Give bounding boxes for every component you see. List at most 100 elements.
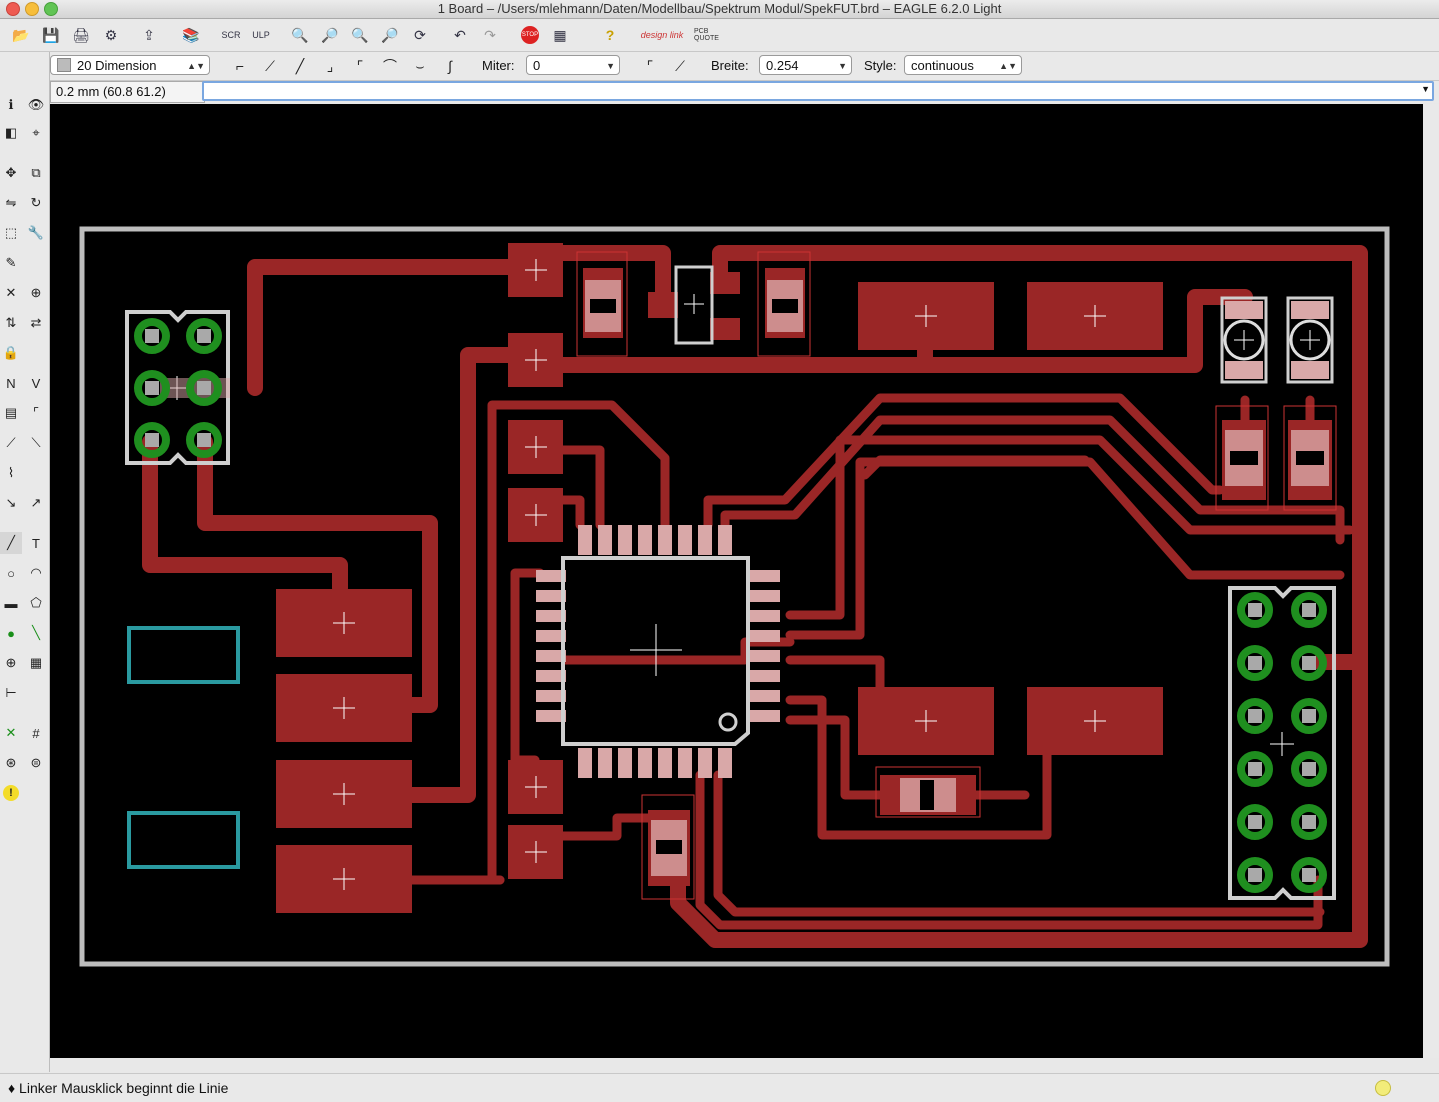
meander-icon[interactable]: ⌇: [7, 465, 15, 480]
trace[interactable]: [247, 259, 538, 396]
zoom-window-button[interactable]: [44, 2, 58, 16]
pcb-layout[interactable]: [50, 104, 1423, 1058]
autorouter-icon[interactable]: #: [32, 725, 40, 741]
bend-style-0-icon[interactable]: ⌐: [235, 58, 245, 74]
trace[interactable]: [713, 770, 1325, 917]
designlink-icon[interactable]: design link: [640, 30, 684, 40]
trace[interactable]: [785, 695, 1052, 840]
warning-icon[interactable]: !: [0, 782, 22, 804]
trace[interactable]: [522, 289, 1253, 373]
trace[interactable]: [392, 347, 543, 803]
smash-icon[interactable]: ▤: [4, 405, 18, 420]
undo-icon[interactable]: ↶: [454, 26, 466, 43]
pinswap-icon[interactable]: ⇅: [5, 315, 17, 330]
change-icon[interactable]: 🔧: [27, 225, 45, 240]
optimize-icon[interactable]: ⟍: [31, 435, 41, 450]
miter-round-icon[interactable]: ⌜: [646, 58, 654, 74]
add-icon[interactable]: ⊕: [30, 285, 42, 300]
wire-icon[interactable]: ╱: [0, 532, 22, 554]
minimize-window-button[interactable]: [25, 2, 39, 16]
attribute-icon[interactable]: ▦: [29, 655, 43, 670]
bend-style-5-icon[interactable]: ⌒: [383, 58, 397, 74]
paste-icon[interactable]: ✎: [5, 255, 17, 270]
dimension-icon[interactable]: ⊢: [5, 685, 17, 700]
redraw-icon[interactable]: ⟳: [414, 26, 426, 43]
drc-icon[interactable]: ⊛: [5, 755, 17, 770]
replace-icon[interactable]: ⇄: [30, 315, 42, 330]
group-icon[interactable]: ⬚: [4, 225, 18, 240]
signal-icon[interactable]: ╲: [32, 625, 40, 640]
miter-icon[interactable]: ⌜: [32, 405, 40, 420]
mark-icon[interactable]: ⌖: [32, 125, 40, 140]
miter-input[interactable]: 0 ▼: [526, 55, 620, 75]
bend-style-6-icon[interactable]: ⌣: [415, 58, 425, 74]
open-icon[interactable]: 📂: [12, 26, 30, 43]
miter-straight-icon[interactable]: ⟋: [675, 58, 685, 74]
close-window-button[interactable]: [6, 2, 20, 16]
board-outline[interactable]: [79, 226, 1390, 967]
copy-icon[interactable]: ⧉: [31, 165, 41, 180]
help-icon[interactable]: ?: [605, 27, 615, 43]
traces[interactable]: [142, 245, 1368, 948]
circle-icon[interactable]: ○: [7, 565, 15, 581]
zoom-select-icon[interactable]: 🔎: [381, 26, 399, 43]
lock-icon[interactable]: 🔒: [2, 345, 20, 360]
smd-pad[interactable]: [648, 292, 678, 318]
width-input[interactable]: 0.254 ▼: [759, 55, 852, 75]
connector-right[interactable]: [1228, 586, 1336, 900]
show-icon[interactable]: 👁: [27, 97, 45, 112]
ripup-icon[interactable]: ↗: [30, 495, 42, 510]
save-icon[interactable]: 💾: [42, 26, 60, 43]
connector-left[interactable]: [125, 310, 230, 465]
delete-icon[interactable]: ✕: [5, 285, 17, 300]
keepout-area[interactable]: [127, 626, 240, 684]
board-canvas[interactable]: [50, 104, 1423, 1058]
trace[interactable]: [703, 393, 1225, 530]
microcontroller-chip[interactable]: [536, 525, 780, 778]
errors-icon[interactable]: ⊜: [30, 755, 42, 770]
trace[interactable]: [142, 434, 348, 596]
trace[interactable]: [785, 715, 885, 800]
pcb-quote-icon[interactable]: PCB QUOTE: [694, 28, 719, 42]
trace[interactable]: [670, 245, 1368, 948]
display-icon[interactable]: ◧: [4, 125, 18, 140]
zoom-out-icon[interactable]: 🔍: [351, 26, 369, 43]
arc-icon[interactable]: ◠: [30, 565, 42, 580]
rotate-icon[interactable]: ↻: [30, 195, 42, 210]
split-icon[interactable]: ⟋: [6, 435, 16, 450]
go-icon[interactable]: ▦: [553, 26, 567, 43]
cam-icon[interactable]: ⚙: [104, 26, 118, 43]
bend-style-1-icon[interactable]: ⟋: [265, 58, 275, 74]
print-icon[interactable]: 🖨: [72, 26, 90, 43]
export-icon[interactable]: ⇪: [143, 26, 155, 43]
hole-icon[interactable]: ⊕: [5, 655, 17, 670]
keepout-area[interactable]: [127, 811, 240, 869]
bend-style-3-icon[interactable]: ⌟: [326, 58, 334, 74]
zoom-fit-icon[interactable]: 🔍: [291, 26, 309, 43]
polygon-icon[interactable]: ⬠: [30, 595, 42, 610]
stop-icon[interactable]: STOP: [519, 24, 541, 46]
smd-pad[interactable]: [710, 318, 740, 340]
rect-icon[interactable]: ▬: [4, 595, 18, 611]
zoom-in-icon[interactable]: 🔎: [321, 26, 339, 43]
ulp-icon[interactable]: ULP: [252, 30, 270, 40]
bend-style-2-icon[interactable]: ╱: [295, 58, 305, 74]
bend-style-7-icon[interactable]: ∫: [448, 58, 452, 74]
style-select[interactable]: continuous ▲▼: [904, 55, 1022, 75]
redo-icon[interactable]: ↷: [484, 26, 496, 43]
route-icon[interactable]: ↘: [5, 495, 17, 510]
trace[interactable]: [540, 813, 665, 841]
info-icon[interactable]: ℹ: [8, 97, 14, 112]
library-icon[interactable]: 📚: [182, 26, 200, 43]
mirror-icon[interactable]: ⇋: [5, 195, 17, 210]
layer-select[interactable]: 20 Dimension ▲▼: [50, 55, 210, 75]
bend-style-4-icon[interactable]: ⌜: [356, 58, 364, 74]
smd-pad[interactable]: [710, 272, 740, 294]
via-icon[interactable]: ●: [7, 625, 15, 641]
ratsnest-icon[interactable]: ✕: [5, 725, 17, 740]
trace[interactable]: [860, 455, 1090, 480]
command-line-input[interactable]: ▼: [202, 81, 1434, 101]
trace[interactable]: [197, 434, 438, 713]
trace[interactable]: [785, 435, 1355, 620]
chevron-down-icon[interactable]: ▼: [1421, 84, 1430, 94]
